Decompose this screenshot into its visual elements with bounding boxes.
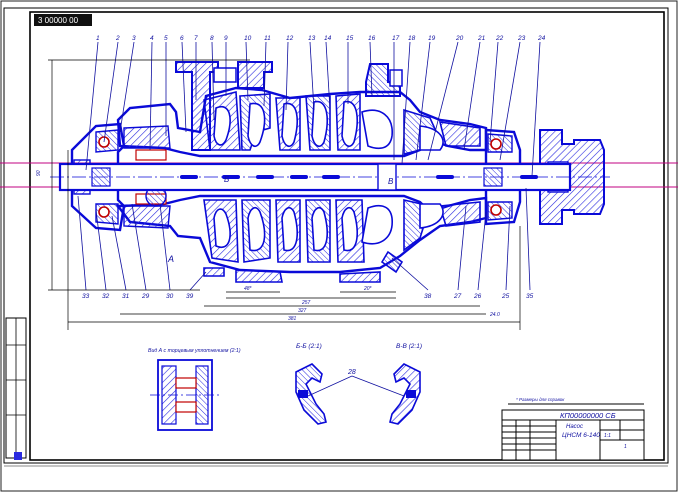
pump-section	[50, 61, 610, 283]
callout-bottom-26: 26	[473, 293, 482, 300]
outer-frame	[3, 7, 669, 464]
callout-top-8: 8	[210, 35, 214, 42]
dim-d5: 381	[288, 316, 297, 322]
callout-bottom-33: 33	[82, 293, 90, 300]
callout-bottom-39: 39	[186, 293, 194, 300]
title-block	[501, 403, 645, 461]
callout-top-9: 9	[224, 35, 228, 42]
title-name-line2: ЦНСМ 6-140	[562, 432, 600, 439]
dimension-lines	[48, 59, 521, 330]
callouts-bottom: 33 32 31 29 30 39 38 27 26 25 35	[82, 293, 534, 300]
callout-top-22: 22	[495, 35, 504, 42]
dim-left: 90	[36, 170, 42, 176]
callout-bottom-31: 31	[122, 293, 130, 300]
stamp-box	[34, 14, 92, 26]
section-vv-title: В-В (2:1)	[396, 343, 422, 350]
callout-top-18: 18	[408, 35, 416, 42]
dim-d2: 20*	[363, 286, 373, 292]
callout-top-7: 7	[194, 35, 198, 42]
callout-top-6: 6	[180, 35, 184, 42]
callout-top-23: 23	[517, 35, 526, 42]
detail-view-a	[150, 359, 220, 431]
callout-top-12: 12	[286, 35, 294, 42]
callout-top-15: 15	[346, 35, 354, 42]
dim-d3: 257	[301, 300, 311, 306]
section-mark-v: В	[388, 177, 394, 186]
callout-top-2: 2	[115, 35, 120, 42]
callout-bottom-29: 29	[141, 293, 150, 300]
section-vv-view	[389, 363, 421, 425]
callout-top-1: 1	[96, 35, 100, 42]
callout-top-16: 16	[368, 35, 376, 42]
callout-top-20: 20	[455, 35, 464, 42]
inner-frame	[29, 11, 665, 461]
leader-lines-bottom	[77, 187, 531, 291]
callout-top-13: 13	[308, 35, 316, 42]
section-mark-b: Б	[224, 175, 229, 184]
title-name-line1: Насос	[566, 424, 583, 430]
callout-top-17: 17	[392, 35, 400, 42]
dim-d4: 327	[298, 308, 307, 314]
callout-top-21: 21	[477, 35, 486, 42]
section-bb-view	[295, 363, 327, 425]
callout-bottom-35: 35	[526, 293, 534, 300]
callout-bottom-27: 27	[453, 293, 462, 300]
callout-top-14: 14	[324, 35, 332, 42]
callout-bottom-32: 32	[102, 293, 110, 300]
detail-a-mark: A	[167, 254, 174, 264]
title-sheet: 1	[624, 444, 627, 450]
margin-marker	[14, 452, 22, 460]
callout-top-10: 10	[244, 35, 252, 42]
title-scale: 1:1	[604, 433, 611, 439]
title-doc-number: КП00000000 СБ	[560, 411, 616, 420]
callout-top-24: 24	[537, 35, 546, 42]
detail-a-title: Вид А с торцевым уплотнением (2:1)	[148, 348, 241, 354]
title-note: * Размеры для справок	[516, 397, 565, 402]
callout-bottom-30: 30	[166, 293, 174, 300]
section-bb-title: Б-Б (2:1)	[296, 343, 322, 350]
callout-top-5: 5	[164, 35, 168, 42]
callout-top-4: 4	[150, 35, 154, 42]
dim-d1: 48*	[244, 286, 253, 292]
stamp-text: 3 00000 00	[38, 16, 79, 25]
callout-bottom-25: 25	[501, 293, 510, 300]
callout-bottom-38: 38	[424, 293, 432, 300]
ring-callout: 28	[347, 369, 356, 376]
dim-d6: 24.0	[489, 312, 500, 318]
callout-top-3: 3	[132, 35, 136, 42]
callout-top-19: 19	[428, 35, 436, 42]
callout-top-11: 11	[264, 35, 271, 42]
